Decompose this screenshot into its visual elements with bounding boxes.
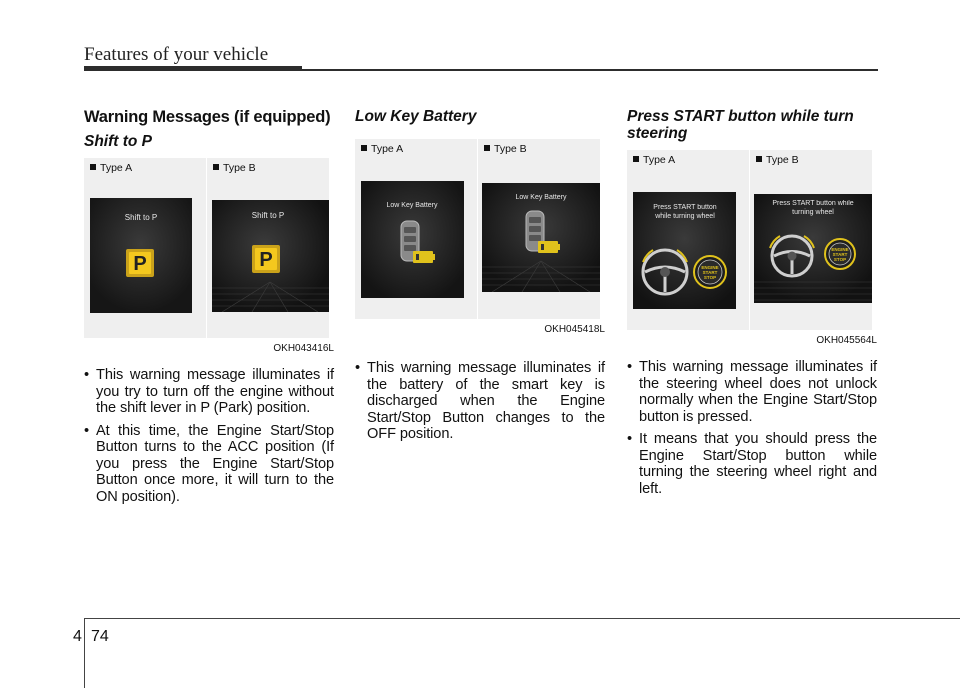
- bullet-list: •This warning message illuminates if the…: [627, 359, 877, 497]
- display-screen-b: Low Key Battery: [482, 183, 600, 292]
- type-a-label: Type A: [633, 154, 675, 166]
- press-start-screen-b: Press START button while turning wheel E…: [754, 194, 872, 303]
- bullet-list: •This warning message illuminates if the…: [355, 360, 605, 443]
- figure-code: OKH045564L: [816, 335, 877, 346]
- svg-text:Shift to P: Shift to P: [252, 211, 284, 220]
- display-screen-a: Shift to P P: [90, 198, 192, 313]
- svg-text:Low Key Battery: Low Key Battery: [387, 202, 438, 209]
- figure-panel-type-b: Type B Low Key Battery: [478, 139, 600, 319]
- sub-title-press-start: Press START button while turn steering: [627, 108, 854, 142]
- square-bullet-icon: [361, 145, 367, 151]
- svg-text:Shift to P: Shift to P: [125, 213, 157, 222]
- column-low-key-battery: Low Key Battery Type A Low Key Battery: [355, 108, 605, 449]
- figure-panel-type-a: Type A Low Key Battery: [355, 139, 477, 319]
- press-start-screen-a: Press START button while turning wheel E…: [633, 192, 736, 309]
- figure-panel-type-a: Type A Shift to P P: [84, 158, 206, 338]
- section-title: Warning Messages (if equipped): [84, 108, 331, 126]
- list-item: •This warning message illuminates if the…: [355, 360, 605, 442]
- figure-code: OKH043416L: [273, 343, 334, 354]
- sub-title-shift-to-p: Shift to P: [84, 133, 153, 150]
- figure-press-start: Type A Press START button while turning …: [627, 150, 877, 347]
- square-bullet-icon: [213, 164, 219, 170]
- page-number: 74: [91, 628, 109, 645]
- square-bullet-icon: [756, 156, 762, 162]
- display-screen-a: Press START button while turning wheel E…: [633, 192, 736, 309]
- column-press-start: Press START button while turn steering T…: [627, 108, 877, 503]
- figure-low-key-battery: Type A Low Key Battery Type B: [355, 139, 605, 336]
- shift-to-p-screen-a: Shift to P P: [90, 198, 192, 313]
- list-item: •This warning message illuminates if the…: [627, 359, 877, 425]
- square-bullet-icon: [90, 164, 96, 170]
- chapter-number: 4: [73, 628, 82, 645]
- column-shift-to-p: Warning Messages (if equipped) Shift to …: [84, 108, 334, 511]
- header-title: Features of your vehicle: [84, 44, 269, 65]
- sub-title-low-key-battery: Low Key Battery: [355, 108, 477, 125]
- type-a-label: Type A: [90, 162, 132, 174]
- bullet-list: •This warning message illuminates if you…: [84, 367, 334, 505]
- figure-panel-type-a: Type A Press START button while turning …: [627, 150, 749, 330]
- shift-to-p-screen-b: Shift to P P: [212, 200, 329, 312]
- figure-shift-to-p: Type A Shift to P P Type B Shift to P: [84, 158, 334, 355]
- type-b-label: Type B: [213, 162, 256, 174]
- low-key-battery-screen-b: Low Key Battery: [482, 183, 600, 292]
- type-b-label: Type B: [756, 154, 799, 166]
- figure-panel-type-b: Type B Shift to P P: [207, 158, 329, 338]
- figure-code: OKH045418L: [544, 324, 605, 335]
- type-a-label: Type A: [361, 143, 403, 155]
- type-b-label: Type B: [484, 143, 527, 155]
- footer-rule: [84, 618, 960, 619]
- display-screen-b: Press START button while turning wheel E…: [754, 194, 872, 303]
- figure-panel-type-b: Type B Press START button while turning …: [750, 150, 872, 330]
- svg-text:Low Key Battery: Low Key Battery: [516, 194, 567, 201]
- display-screen-a: Low Key Battery: [361, 181, 464, 298]
- list-item: •It means that you should press the Engi…: [627, 431, 877, 497]
- header-rule-thin: [300, 69, 878, 71]
- svg-text:P: P: [259, 249, 272, 271]
- square-bullet-icon: [484, 145, 490, 151]
- square-bullet-icon: [633, 156, 639, 162]
- header-rule-thick: [84, 66, 302, 71]
- page-number-divider: [84, 618, 85, 688]
- svg-text:P: P: [133, 253, 146, 275]
- list-item: •At this time, the Engine Start/Stop But…: [84, 422, 334, 505]
- list-item: •This warning message illuminates if you…: [84, 367, 334, 416]
- display-screen-b: Shift to P P: [212, 200, 329, 312]
- low-key-battery-screen-a: Low Key Battery: [361, 181, 464, 298]
